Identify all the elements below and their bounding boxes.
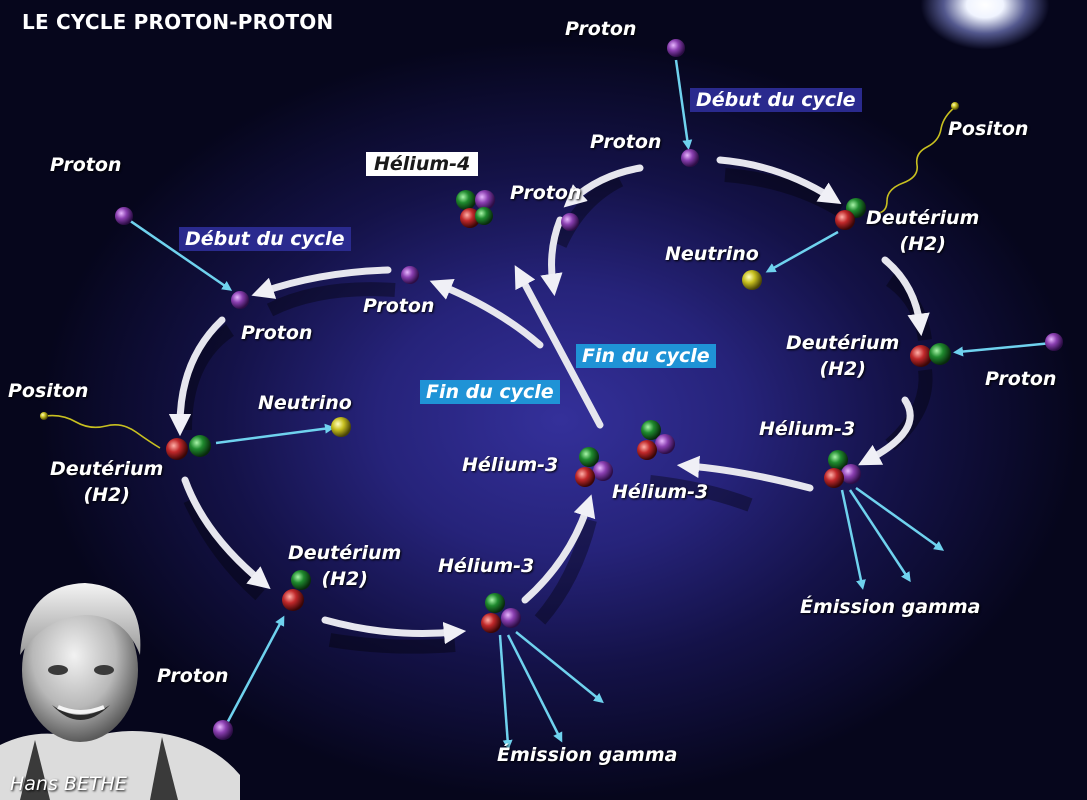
neutron-particle xyxy=(641,420,661,440)
proton-particle xyxy=(667,39,685,57)
neutron-particle xyxy=(579,447,599,467)
neutron-particle xyxy=(475,207,493,225)
label-deuterium-name: Deutérium xyxy=(50,458,164,480)
flow-arrow xyxy=(540,216,564,297)
label-positon: Positon xyxy=(948,118,1029,140)
label-deuterium-name: Deutérium xyxy=(288,542,402,564)
label-helium-3: Hélium-3 xyxy=(612,481,709,503)
label-proton: Proton xyxy=(241,322,313,344)
label-proton: Proton xyxy=(363,295,435,317)
flow-arrow xyxy=(563,164,644,208)
cycle-flow-arrows xyxy=(168,156,930,645)
flow-arrow xyxy=(321,616,467,645)
label-proton: Proton xyxy=(985,368,1057,390)
proton-red-particle xyxy=(481,613,501,633)
hans-bethe-portrait xyxy=(0,583,240,800)
particles xyxy=(40,39,1063,740)
proton-particle xyxy=(561,213,579,231)
label-deuterium-h2: (H2) xyxy=(819,358,866,380)
neutron-particle xyxy=(929,343,951,365)
proton-red-particle xyxy=(824,468,844,488)
proton-particle xyxy=(841,464,861,484)
label-proton: Proton xyxy=(157,665,229,687)
label-helium-3: Hélium-3 xyxy=(759,418,856,440)
label-neutrino: Neutrino xyxy=(258,392,352,414)
proton-red-particle xyxy=(460,208,480,228)
proton-red-particle xyxy=(637,440,657,460)
proton-particle xyxy=(475,190,495,210)
flow-arrow xyxy=(181,476,271,590)
flow-arrow xyxy=(521,494,596,604)
flow-arrow xyxy=(881,256,930,337)
proton-red-particle xyxy=(910,345,932,367)
neutron-particle xyxy=(291,570,311,590)
label-helium-3: Hélium-3 xyxy=(462,454,559,476)
proton-particle xyxy=(231,291,249,309)
proton-red-particle xyxy=(166,438,188,460)
neutrino-particle xyxy=(331,417,351,437)
proton-particle xyxy=(115,207,133,225)
label-deuterium-name: Deutérium xyxy=(866,207,980,229)
label-emission-gamma: Émission gamma xyxy=(497,744,678,766)
label-helium-4: Hélium-4 xyxy=(366,152,479,176)
positon-particle xyxy=(40,412,48,420)
label-debut-du-cycle: Début du cycle xyxy=(690,88,862,112)
label-emission-gamma: Émission gamma xyxy=(800,596,981,618)
neutron-particle xyxy=(828,450,848,470)
particle-paths xyxy=(125,59,1053,750)
flow-arrow xyxy=(429,278,544,349)
label-deuterium: Deutérium (H2) xyxy=(786,330,899,382)
proton-particle xyxy=(401,266,419,284)
flow-arrow xyxy=(514,265,604,429)
neutrino-particle xyxy=(742,270,762,290)
label-debut-du-cycle: Début du cycle xyxy=(179,227,351,251)
label-proton: Proton xyxy=(565,18,637,40)
proton-particle xyxy=(213,720,233,740)
label-proton: Proton xyxy=(50,154,122,176)
proton-red-particle xyxy=(575,467,595,487)
flow-arrow xyxy=(716,156,842,204)
flow-arrow xyxy=(676,455,814,492)
flow-arrow xyxy=(858,396,914,466)
label-deuterium: Deutérium (H2) xyxy=(50,456,163,508)
label-neutrino: Neutrino xyxy=(665,243,759,265)
portrait-caption: Hans BETHE xyxy=(10,773,127,795)
proton-particle xyxy=(501,608,521,628)
proton-particle xyxy=(681,149,699,167)
label-deuterium-h2: (H2) xyxy=(321,568,368,590)
proton-particle xyxy=(655,434,675,454)
proton-red-particle xyxy=(835,210,855,230)
label-fin-du-cycle: Fin du cycle xyxy=(420,380,560,404)
proton-red-particle xyxy=(282,589,304,611)
flow-arrow xyxy=(251,266,392,299)
label-helium-3: Hélium-3 xyxy=(438,555,535,577)
positon-particle xyxy=(951,102,959,110)
page-title: LE CYCLE PROTON-PROTON xyxy=(22,10,334,34)
flow-arrow xyxy=(168,316,226,437)
proton-particle xyxy=(1045,333,1063,351)
label-deuterium-h2: (H2) xyxy=(83,484,130,506)
label-deuterium: Deutérium (H2) xyxy=(866,205,979,257)
neutron-particle xyxy=(189,435,211,457)
label-deuterium: Deutérium (H2) xyxy=(288,540,401,592)
neutron-particle xyxy=(456,190,476,210)
label-proton: Proton xyxy=(510,182,582,204)
proton-particle xyxy=(593,461,613,481)
label-deuterium-h2: (H2) xyxy=(899,233,946,255)
sun-glow xyxy=(920,0,1050,50)
neutron-particle xyxy=(485,593,505,613)
label-positon: Positon xyxy=(8,380,89,402)
label-fin-du-cycle: Fin du cycle xyxy=(576,344,716,368)
label-deuterium-name: Deutérium xyxy=(786,332,900,354)
positon-tracks xyxy=(45,106,956,449)
label-proton: Proton xyxy=(590,131,662,153)
